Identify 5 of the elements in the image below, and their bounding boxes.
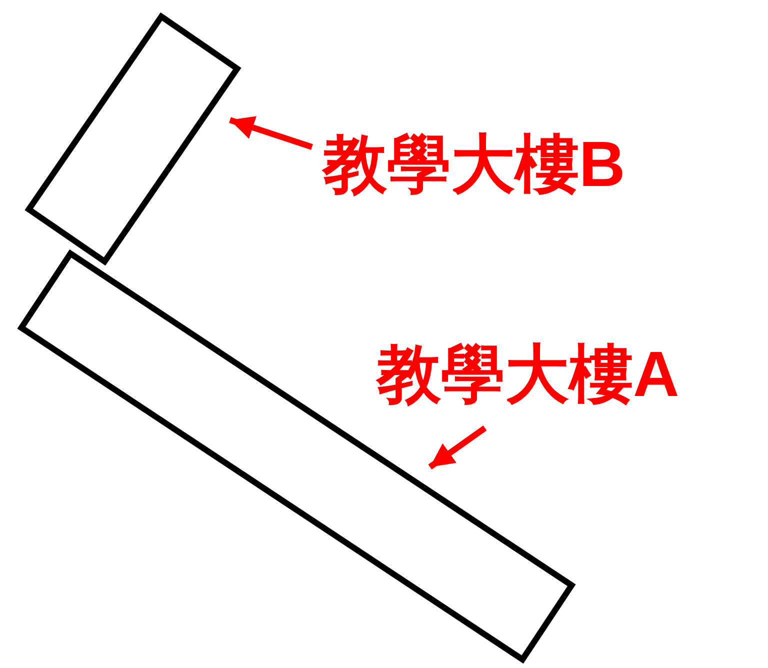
arrow bbox=[229, 116, 313, 150]
building-label: 教學大樓A bbox=[377, 342, 680, 406]
arrow bbox=[428, 426, 487, 470]
building-outline bbox=[24, 12, 241, 266]
building-label: 教學大樓B bbox=[323, 132, 626, 196]
